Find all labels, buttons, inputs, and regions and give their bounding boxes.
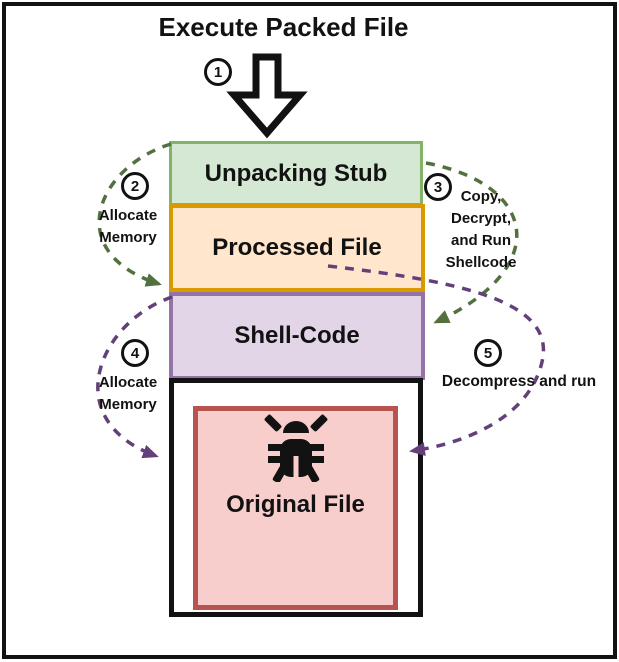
step-4-label: Allocate Memory [86, 372, 170, 416]
processed-file-label: Processed File [212, 234, 382, 261]
step-4-badge: 4 [121, 339, 149, 367]
step-5-badge: 5 [474, 339, 502, 367]
step-4-number: 4 [130, 344, 140, 362]
original-file-label: Original File [226, 491, 365, 518]
shell-code-box: Shell-Code [169, 292, 425, 380]
step-3-label-line1: Copy, [460, 188, 502, 205]
step-5-number: 5 [483, 344, 493, 362]
step-1-badge: 1 [204, 58, 232, 86]
step-4-label-line2: Memory [99, 396, 157, 413]
step-2-label-line2: Memory [99, 229, 157, 246]
step-2-number: 2 [130, 177, 140, 195]
step-2-label-line1: Allocate [98, 207, 158, 224]
step-3-label-line4: Shellcode [445, 254, 517, 271]
step-2-label: Allocate Memory [86, 205, 170, 249]
unpacking-stub-box: Unpacking Stub [169, 141, 423, 206]
processed-file-box: Processed File [169, 204, 425, 292]
step-3-label-line2: Decrypt, [450, 210, 512, 227]
step-1-number: 1 [213, 63, 223, 81]
bug-icon [264, 414, 328, 482]
step-4-label-line1: Allocate [98, 374, 158, 391]
shell-code-label: Shell-Code [234, 322, 360, 349]
step-2-badge: 2 [121, 172, 149, 200]
diagram-title: Execute Packed File [158, 12, 409, 42]
step-5-label: Decompress and run [430, 371, 608, 393]
step-5-label-line1: Decompress and run [441, 373, 597, 390]
unpacking-stub-label: Unpacking Stub [204, 159, 388, 187]
step-3-label: Copy, Decrypt, and Run Shellcode [434, 186, 528, 274]
step-3-label-line3: and Run [451, 232, 511, 249]
